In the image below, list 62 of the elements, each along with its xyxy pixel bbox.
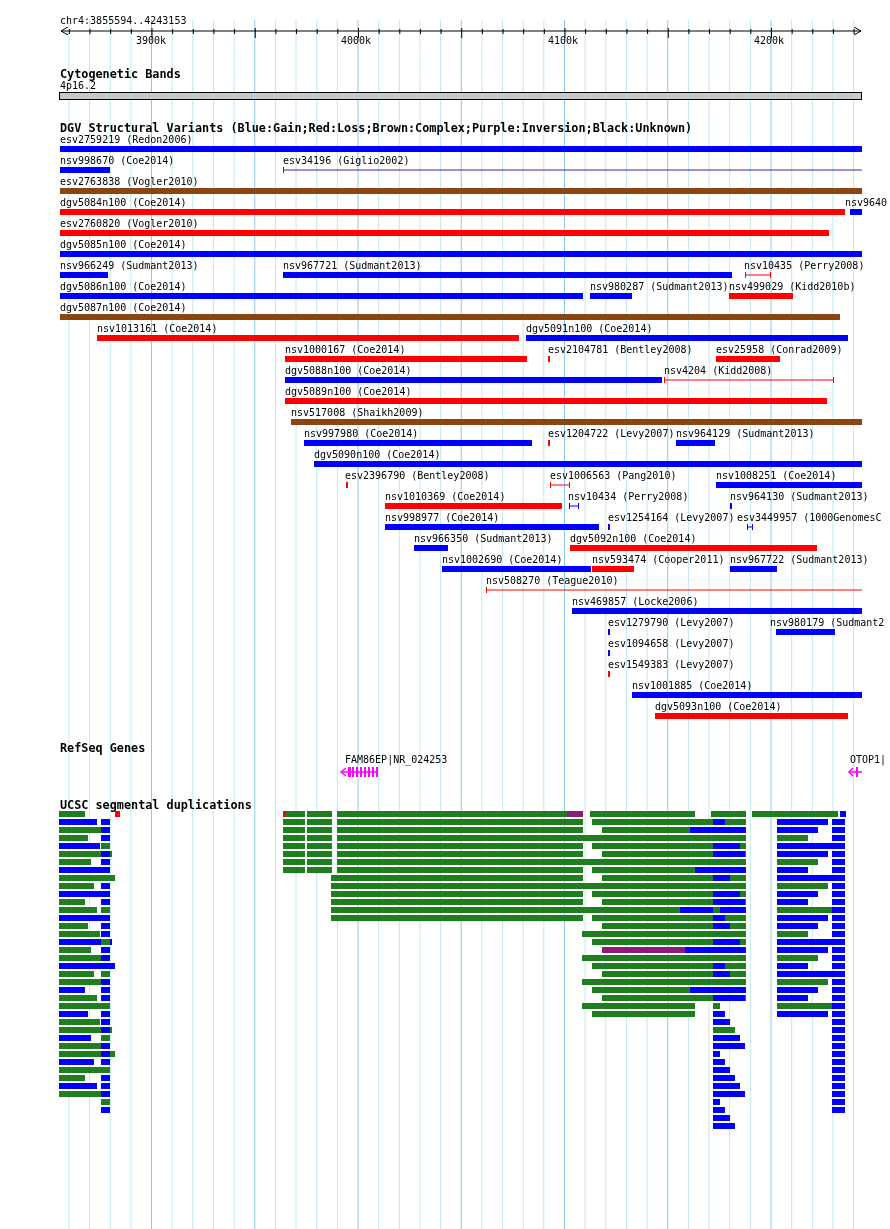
variant-label: nsv980287 (Sudmant2013) [590, 281, 729, 293]
track-title: RefSeq Genes [60, 742, 146, 755]
variant-label: dgv5086n100 (Coe2014) [60, 281, 187, 293]
tick-label: 3900k [136, 35, 167, 47]
variant-label: nsv967721 (Sudmant2013) [283, 260, 422, 272]
variant-label: nsv998670 (Coe2014) [60, 155, 175, 167]
variant-label: dgv5085n100 (Coe2014) [60, 239, 187, 251]
variant-label: dgv5093n100 (Coe2014) [655, 701, 782, 713]
variant-label: nsv1001885 (Coe2014) [632, 680, 753, 692]
variant-label: esv2104781 (Bentley2008) [548, 344, 693, 356]
variant-label: dgv5084n100 (Coe2014) [60, 197, 187, 209]
variant-label: nsv1013161 (Coe2014) [97, 323, 218, 335]
track-title: UCSC segmental duplications [60, 799, 252, 812]
variant-label: nsv9640 [845, 197, 888, 209]
variant-label: dgv5088n100 (Coe2014) [285, 365, 412, 377]
variant-label: dgv5092n100 (Coe2014) [570, 533, 697, 545]
variant-label: nsv10434 (Perry2008) [568, 491, 689, 503]
tick-label: 4100k [548, 35, 579, 47]
variant-label: nsv10435 (Perry2008) [744, 260, 865, 272]
variant-label: dgv5091n100 (Coe2014) [526, 323, 653, 335]
variant-label: esv2760820 (Vogler2010) [60, 218, 199, 230]
variant-label: nsv967722 (Sudmant2013) [730, 554, 869, 566]
variant-label: nsv966249 (Sudmant2013) [60, 260, 199, 272]
variant-label: esv3449957 (1000GenomesC [737, 512, 882, 524]
variant-label: nsv997980 (Coe2014) [304, 428, 419, 440]
variant-label: esv1204722 (Levy2007) [548, 428, 675, 440]
gene-label: OTOP1| [850, 754, 887, 766]
variant-label: esv1549383 (Levy2007) [608, 659, 735, 671]
variant-label: esv2759219 (Redon2006) [60, 134, 193, 146]
coordinate-label: chr4:3855594..4243153 [60, 15, 187, 27]
track-title: DGV Structural Variants (Blue:Gain;Red:Loss;Brown:Complex;Purple:Inversion;Black:Unknown) [60, 122, 693, 135]
variant-label: nsv964129 (Sudmant2013) [676, 428, 815, 440]
variant-label: nsv469857 (Locke2006) [572, 596, 699, 608]
variant-label: esv25958 (Conrad2009) [716, 344, 843, 356]
variant-label: nsv4204 (Kidd2008) [664, 365, 773, 377]
variant-label: dgv5087n100 (Coe2014) [60, 302, 187, 314]
variant-label: nsv499029 (Kidd2010b) [729, 281, 856, 293]
variant-label: nsv964130 (Sudmant2013) [730, 491, 869, 503]
variant-label: nsv1010369 (Coe2014) [385, 491, 506, 503]
variant-label: esv1006563 (Pang2010) [550, 470, 677, 482]
variant-label: nsv1002690 (Coe2014) [442, 554, 563, 566]
variant-label: nsv508270 (Teague2010) [486, 575, 619, 587]
variant-label: nsv966350 (Sudmant2013) [414, 533, 553, 545]
variant-label: nsv593474 (Cooper2011) [592, 554, 725, 566]
variant-label: esv1254164 (Levy2007) [608, 512, 735, 524]
variant-label: dgv5089n100 (Coe2014) [285, 386, 412, 398]
variant-label: nsv1008251 (Coe2014) [716, 470, 837, 482]
variant-label: nsv1000167 (Coe2014) [285, 344, 406, 356]
variant-label: esv34196 (Giglio2002) [283, 155, 410, 167]
variant-label: esv2396790 (Bentley2008) [345, 470, 490, 482]
variant-label: nsv517008 (Shaikh2009) [291, 407, 424, 419]
variant-label: esv2763838 (Vogler2010) [60, 176, 199, 188]
variant-label: nsv980179 (Sudmant2 [770, 617, 885, 629]
variant-label: dgv5090n100 (Coe2014) [314, 449, 441, 461]
track-title: Cytogenetic Bands [60, 68, 181, 81]
variant-label: esv1094658 (Levy2007) [608, 638, 735, 650]
tick-label: 4000k [341, 35, 372, 47]
variant-label: esv1279790 (Levy2007) [608, 617, 735, 629]
tick-label: 4200k [754, 35, 785, 47]
gene-label: FAM86EP|NR_024253 [345, 754, 448, 766]
band-label: 4p16.2 [60, 80, 97, 92]
variant-label: nsv998977 (Coe2014) [385, 512, 500, 524]
